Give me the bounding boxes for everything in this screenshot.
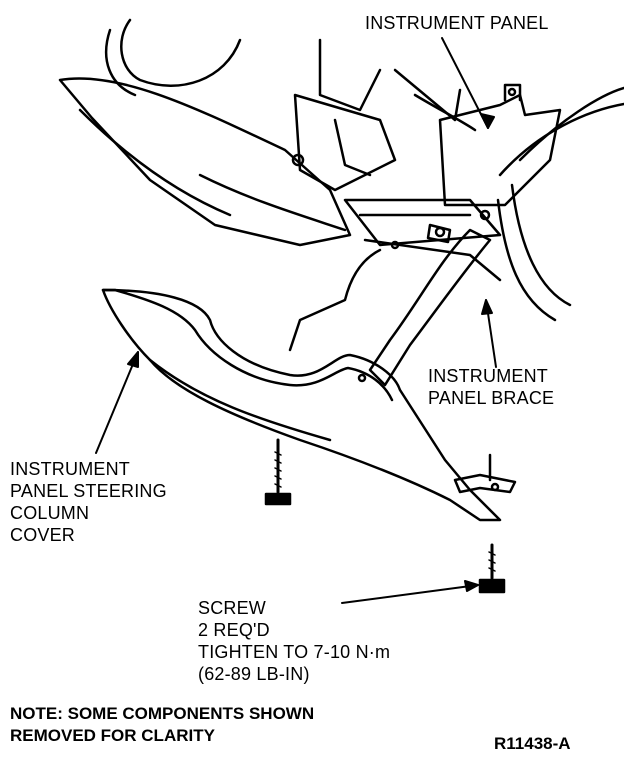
reference-code: R11438-A [494, 734, 571, 753]
label-instrument-panel-brace: INSTRUMENT PANEL BRACE [428, 366, 555, 408]
instrument-panel-structure [58, 18, 624, 322]
label-steering-column-cover: INSTRUMENT PANEL STEERING COLUMN COVER [10, 459, 167, 545]
label-screw: SCREW 2 REQ'D TIGHTEN TO 7-10 N·m (62-89… [198, 598, 391, 684]
leader-lines [95, 37, 497, 604]
instrument-panel-brace [288, 228, 492, 387]
label-instrument-panel: INSTRUMENT PANEL [365, 13, 549, 33]
steering-column-cover [101, 288, 517, 522]
note-text: NOTE: SOME COMPONENTS SHOWN REMOVED FOR … [10, 704, 315, 745]
screw-right [478, 543, 506, 594]
screw-left [264, 438, 292, 506]
